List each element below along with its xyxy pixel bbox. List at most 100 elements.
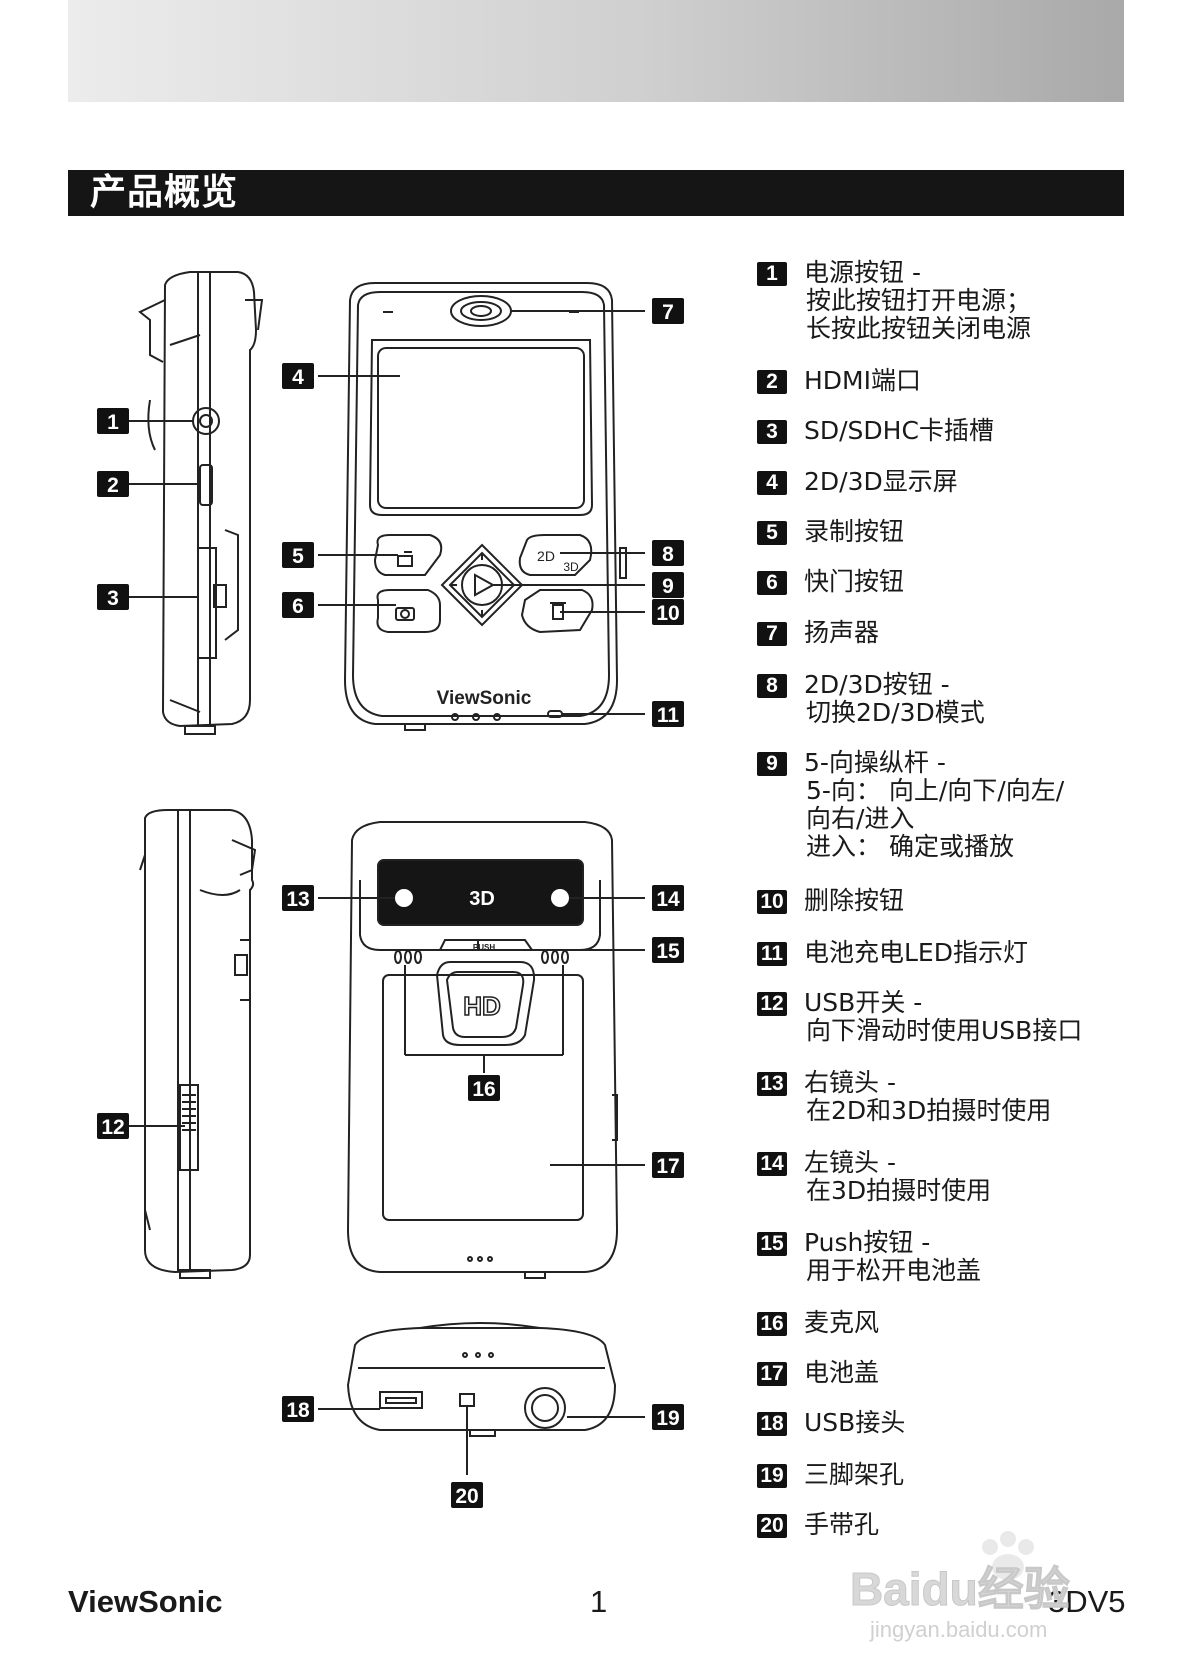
legend-description: USB开关 -向下滑动时使用USB接口 xyxy=(804,989,1082,1045)
legend-line: 电池充电LED指示灯 xyxy=(804,938,1028,967)
legend-line: 按此按钮打开电源； xyxy=(806,286,1032,315)
legend-description: 右镜头 -在2D和3D拍摄时使用 xyxy=(804,1069,1051,1125)
legend-number-badge: 10 xyxy=(757,890,787,914)
legend-line: 电池盖 xyxy=(804,1358,880,1387)
push-label: PUSH xyxy=(473,943,495,952)
callout-6: 6 xyxy=(282,592,314,618)
callout-number: 17 xyxy=(656,1155,679,1178)
legend-number-badge: 16 xyxy=(757,1312,787,1336)
footer-brand: ViewSonic xyxy=(68,1584,223,1619)
legend-line: USB接头 xyxy=(804,1408,906,1437)
legend-description: USB接头 xyxy=(804,1409,905,1437)
legend-description: 电池盖 xyxy=(804,1359,879,1387)
watermark-url: jingyan.baidu.com xyxy=(869,1617,1047,1642)
legend-description: 三脚架孔 xyxy=(804,1461,904,1489)
callout-5: 5 xyxy=(282,542,314,568)
legend-number-badge: 1 xyxy=(757,262,787,286)
lens-label: 3D xyxy=(469,888,495,910)
legend-number-badge: 15 xyxy=(757,1232,787,1256)
callout-15: 15 xyxy=(652,937,684,963)
legend-number-badge: 18 xyxy=(757,1412,787,1436)
callout-2: 2 xyxy=(97,471,129,497)
btn-2d-label: 2D xyxy=(537,548,555,564)
front-view xyxy=(343,282,627,731)
legend-number-badge: 7 xyxy=(757,622,787,646)
callout-18: 18 xyxy=(282,1396,314,1422)
legend-number-badge: 5 xyxy=(757,521,787,545)
device-logo: ViewSonic xyxy=(437,688,532,709)
legend-description: HDMI端口 xyxy=(804,367,921,395)
legend-description: 快门按钮 xyxy=(804,568,904,596)
legend-description: SD/SDHC卡插槽 xyxy=(804,417,994,445)
callout-number: 7 xyxy=(662,301,674,324)
legend-description: 电源按钮 -按此按钮打开电源；长按此按钮关闭电源 xyxy=(804,259,1031,343)
callout-number: 16 xyxy=(472,1078,495,1101)
callout-11: 11 xyxy=(652,701,684,727)
callout-8: 8 xyxy=(652,540,684,566)
legend-line: 2D/3D显示屏 xyxy=(804,467,958,496)
legend-number-badge: 3 xyxy=(757,420,787,444)
legend-line: 扬声器 xyxy=(804,618,880,647)
callout-14: 14 xyxy=(652,885,684,911)
callout-9: 9 xyxy=(652,572,684,598)
callout-number: 3 xyxy=(107,587,119,610)
legend-line: 在2D和3D拍摄时使用 xyxy=(806,1096,1052,1125)
legend-description: 扬声器 xyxy=(804,619,879,647)
callout-number: 20 xyxy=(455,1485,478,1508)
legend-line: 三脚架孔 xyxy=(804,1460,905,1489)
side-view-middle xyxy=(139,809,257,1279)
legend-number-badge: 17 xyxy=(757,1362,787,1386)
section-header: 产品概览 xyxy=(68,170,1124,216)
side-view-top xyxy=(138,271,264,735)
legend-line: 2D/3D按钮 - xyxy=(804,670,950,699)
legend-description: 2D/3D按钮 -切换2D/3D模式 xyxy=(804,671,985,727)
callout-number: 8 xyxy=(662,543,674,566)
legend-line: 用于松开电池盖 xyxy=(806,1256,982,1285)
legend-line: 5-向操纵杆 - xyxy=(804,748,946,777)
callout-number: 18 xyxy=(286,1399,310,1422)
legend-number-badge: 14 xyxy=(757,1152,787,1176)
callout-number: 2 xyxy=(107,474,119,497)
legend-line: 切换2D/3D模式 xyxy=(806,698,985,727)
legend-line: SD/SDHC卡插槽 xyxy=(804,416,994,445)
legend-description: 2D/3D显示屏 xyxy=(804,468,958,496)
model-name: 3DV5 xyxy=(1048,1584,1126,1619)
legend-number-badge: 20 xyxy=(757,1514,787,1538)
legend-number-badge: 8 xyxy=(757,674,787,698)
page-number: 1 xyxy=(590,1584,608,1619)
callout-10: 10 xyxy=(652,599,684,625)
leader-lines xyxy=(128,310,645,1475)
right-lens xyxy=(395,889,413,907)
legend-description: Push按钮 -用于松开电池盖 xyxy=(804,1229,981,1285)
legend-line: 删除按钮 xyxy=(804,886,905,915)
callout-number: 5 xyxy=(292,545,304,568)
legend-line: 左镜头 - xyxy=(804,1148,896,1177)
callout-20: 20 xyxy=(451,1482,483,1508)
legend-description: 麦克风 xyxy=(804,1309,879,1337)
callout-number: 6 xyxy=(292,595,304,618)
legend-line: 电源按钮 - xyxy=(804,258,921,287)
legend-number-badge: 2 xyxy=(757,370,787,394)
callout-16: 16 xyxy=(468,1075,500,1101)
legend-line: 录制按钮 xyxy=(804,517,905,546)
header-gradient-band xyxy=(68,0,1124,102)
legend-line: 在3D拍摄时使用 xyxy=(806,1176,992,1205)
callout-1: 1 xyxy=(97,408,129,434)
legend-number-badge: 13 xyxy=(757,1072,787,1096)
legend-number-badge: 4 xyxy=(757,471,787,495)
legend-description: 录制按钮 xyxy=(804,518,904,546)
callout-12: 12 xyxy=(97,1113,129,1139)
bottom-view xyxy=(346,1322,617,1437)
legend-line: 右镜头 - xyxy=(804,1068,896,1097)
watermark: Baidu经验 jingyan.baidu.com xyxy=(850,1531,1070,1642)
legend-line: 向下滑动时使用USB接口 xyxy=(806,1016,1083,1045)
legend-description: 左镜头 -在3D拍摄时使用 xyxy=(804,1149,991,1205)
callout-number: 4 xyxy=(292,366,304,389)
legend-line: 长按此按钮关闭电源 xyxy=(806,314,1032,343)
callout-number: 14 xyxy=(656,888,680,911)
legend-number-badge: 11 xyxy=(757,942,787,966)
callout-17: 17 xyxy=(652,1152,684,1178)
watermark-text: Baidu经验 xyxy=(850,1563,1070,1615)
